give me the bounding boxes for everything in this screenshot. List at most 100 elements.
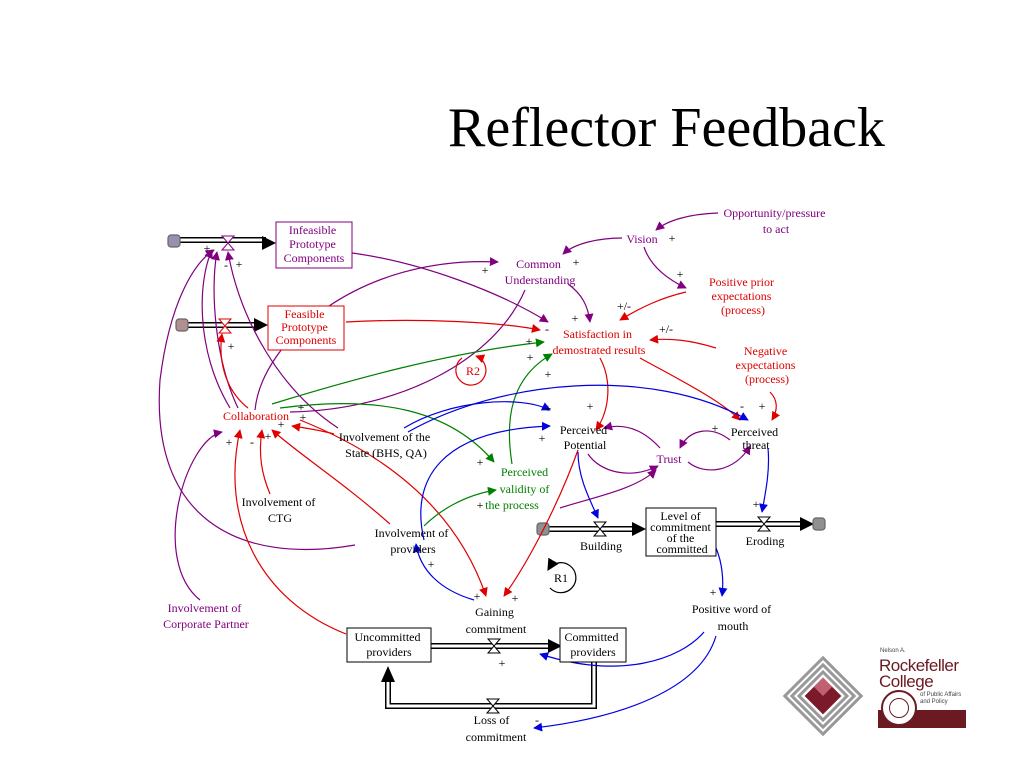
cloud-icon [175, 318, 189, 332]
feasible-label: Feasible Prototype Components [276, 307, 337, 347]
polarity-sign: - [545, 322, 549, 336]
loop-r1-label: R1 [554, 571, 568, 585]
involvement-state-label: Involvement of the State (BHS, QA) [339, 430, 433, 460]
slide-title: Reflector Feedback [448, 97, 885, 159]
polarity-sign: + [265, 429, 272, 443]
polarity-sign: - [224, 258, 228, 272]
uncommitted-box [346, 627, 432, 663]
gaining-commitment-label: Gaining commitment [466, 605, 527, 636]
cloud-icons [167, 234, 826, 536]
polarity-sign: + [499, 656, 506, 670]
polarity-sign: + [428, 557, 435, 571]
polarity-signs: + + + + +/- +/- + - + + + + - + + + + + … [204, 231, 766, 727]
eroding-pipe [716, 517, 814, 531]
polarity-sign: + [587, 399, 594, 413]
loss-commitment-label: Loss of commitment [466, 713, 527, 744]
cloud-icon [812, 517, 826, 531]
flow-pipes [180, 236, 814, 709]
valve-icon [486, 638, 502, 654]
infeasible-label: Infeasible Prototype Components [284, 223, 345, 265]
level-commitment-label: Level of commitment of the committed [650, 509, 714, 556]
loop-r2: R2 [455, 354, 487, 386]
polarity-sign: + [477, 455, 484, 469]
perceived-potential-label: Perceived Potential [560, 423, 610, 452]
polarity-sign: + [669, 231, 676, 245]
infeasible-stock-box [275, 221, 353, 269]
polarity-sign: + [482, 263, 489, 277]
polarity-sign: + [228, 339, 235, 353]
logo-line-2: Rockefeller [879, 656, 959, 675]
trust-label: Trust [657, 452, 683, 466]
logo-line-1: Nelson A. [880, 648, 906, 654]
eroding-label: Eroding [746, 534, 785, 548]
valve-icon [217, 318, 233, 334]
positive-word-label: Positive word of mouth [692, 602, 774, 633]
polarity-sign: + [545, 367, 552, 381]
polarity-sign: - [535, 713, 539, 727]
gaining-pipe [430, 639, 562, 653]
building-label: Building [580, 539, 622, 553]
polarity-sign: + [545, 401, 552, 415]
polarity-sign: + [677, 267, 684, 281]
polarity-sign: + [204, 241, 211, 255]
valve-icon [756, 516, 772, 532]
negative-expectations-label: Negative expectations (process) [736, 344, 799, 386]
perceived-threat-label: Perceived threat [731, 425, 781, 452]
loss-pipe [381, 662, 597, 709]
logo-line-4: of Public Affairs [920, 692, 962, 698]
polarity-sign: + [753, 497, 760, 511]
polarity-sign: + [710, 585, 717, 599]
polarity-sign: + [278, 417, 285, 431]
logo-seal-icon [881, 690, 917, 726]
logo-line-5: and Policy [920, 699, 948, 705]
polarity-sign: + [474, 589, 481, 603]
level-commitment-box [645, 507, 717, 557]
red-links [216, 291, 781, 635]
loop-r1: R1 [547, 557, 577, 594]
polarity-sign: + [572, 311, 579, 325]
polarity-sign: + [477, 498, 484, 512]
polarity-sign: +/- [659, 322, 673, 336]
polarity-sign: + [298, 400, 305, 414]
valve-icon [220, 235, 236, 251]
polarity-sign: + [226, 435, 233, 449]
polarity-sign: - [250, 435, 254, 449]
feasible-inflow-pipe [188, 318, 268, 332]
involvement-providers-label: Involvement of providers [375, 526, 452, 556]
polarity-sign: - [740, 399, 744, 413]
valve-icon [485, 698, 501, 714]
polarity-sign: + [712, 421, 719, 435]
polarity-sign: + [539, 431, 546, 445]
feasible-stock-box [267, 305, 345, 351]
polarity-sign: +/- [617, 299, 631, 313]
committed-box [559, 627, 627, 663]
involvement-ctg-label: Involvement of CTG [242, 495, 319, 525]
involvement-corporate-label: Involvement of Corporate Partner [163, 601, 249, 631]
vision-label: Vision [626, 232, 657, 246]
satisfaction-label: Satisfaction in demostrated results [553, 327, 646, 357]
common-understanding-label: Common Understanding [505, 257, 576, 287]
positive-prior-label: Positive prior expectations (process) [709, 275, 777, 317]
polarity-sign: + [573, 255, 580, 269]
building-pipe [548, 522, 646, 536]
polarity-sign: + [236, 257, 243, 271]
opportunity-label: Opportunity/pressure to act [724, 206, 829, 236]
logo-line-3: College [879, 672, 934, 691]
infeasible-inflow-pipe [180, 236, 276, 250]
polarity-sign: + [759, 399, 766, 413]
diamond-logo [782, 655, 864, 737]
uncommitted-label: Uncommitted providers [355, 630, 424, 659]
polarity-sign: + [300, 410, 307, 424]
polarity-sign: + [512, 591, 519, 605]
polarity-sign: + [527, 350, 534, 364]
perceived-validity-label: Perceived validity of the process [485, 465, 552, 512]
valve-icon [592, 521, 608, 537]
polarity-sign: + [526, 334, 533, 348]
committed-label: Committed providers [565, 630, 622, 659]
valve-icons [217, 235, 772, 714]
green-links [271, 338, 553, 527]
cloud-icon [167, 234, 181, 248]
rockefeller-college-logo: Nelson A. Rockefeller College of Public … [878, 648, 966, 730]
collaboration-label: Collaboration [223, 409, 289, 423]
